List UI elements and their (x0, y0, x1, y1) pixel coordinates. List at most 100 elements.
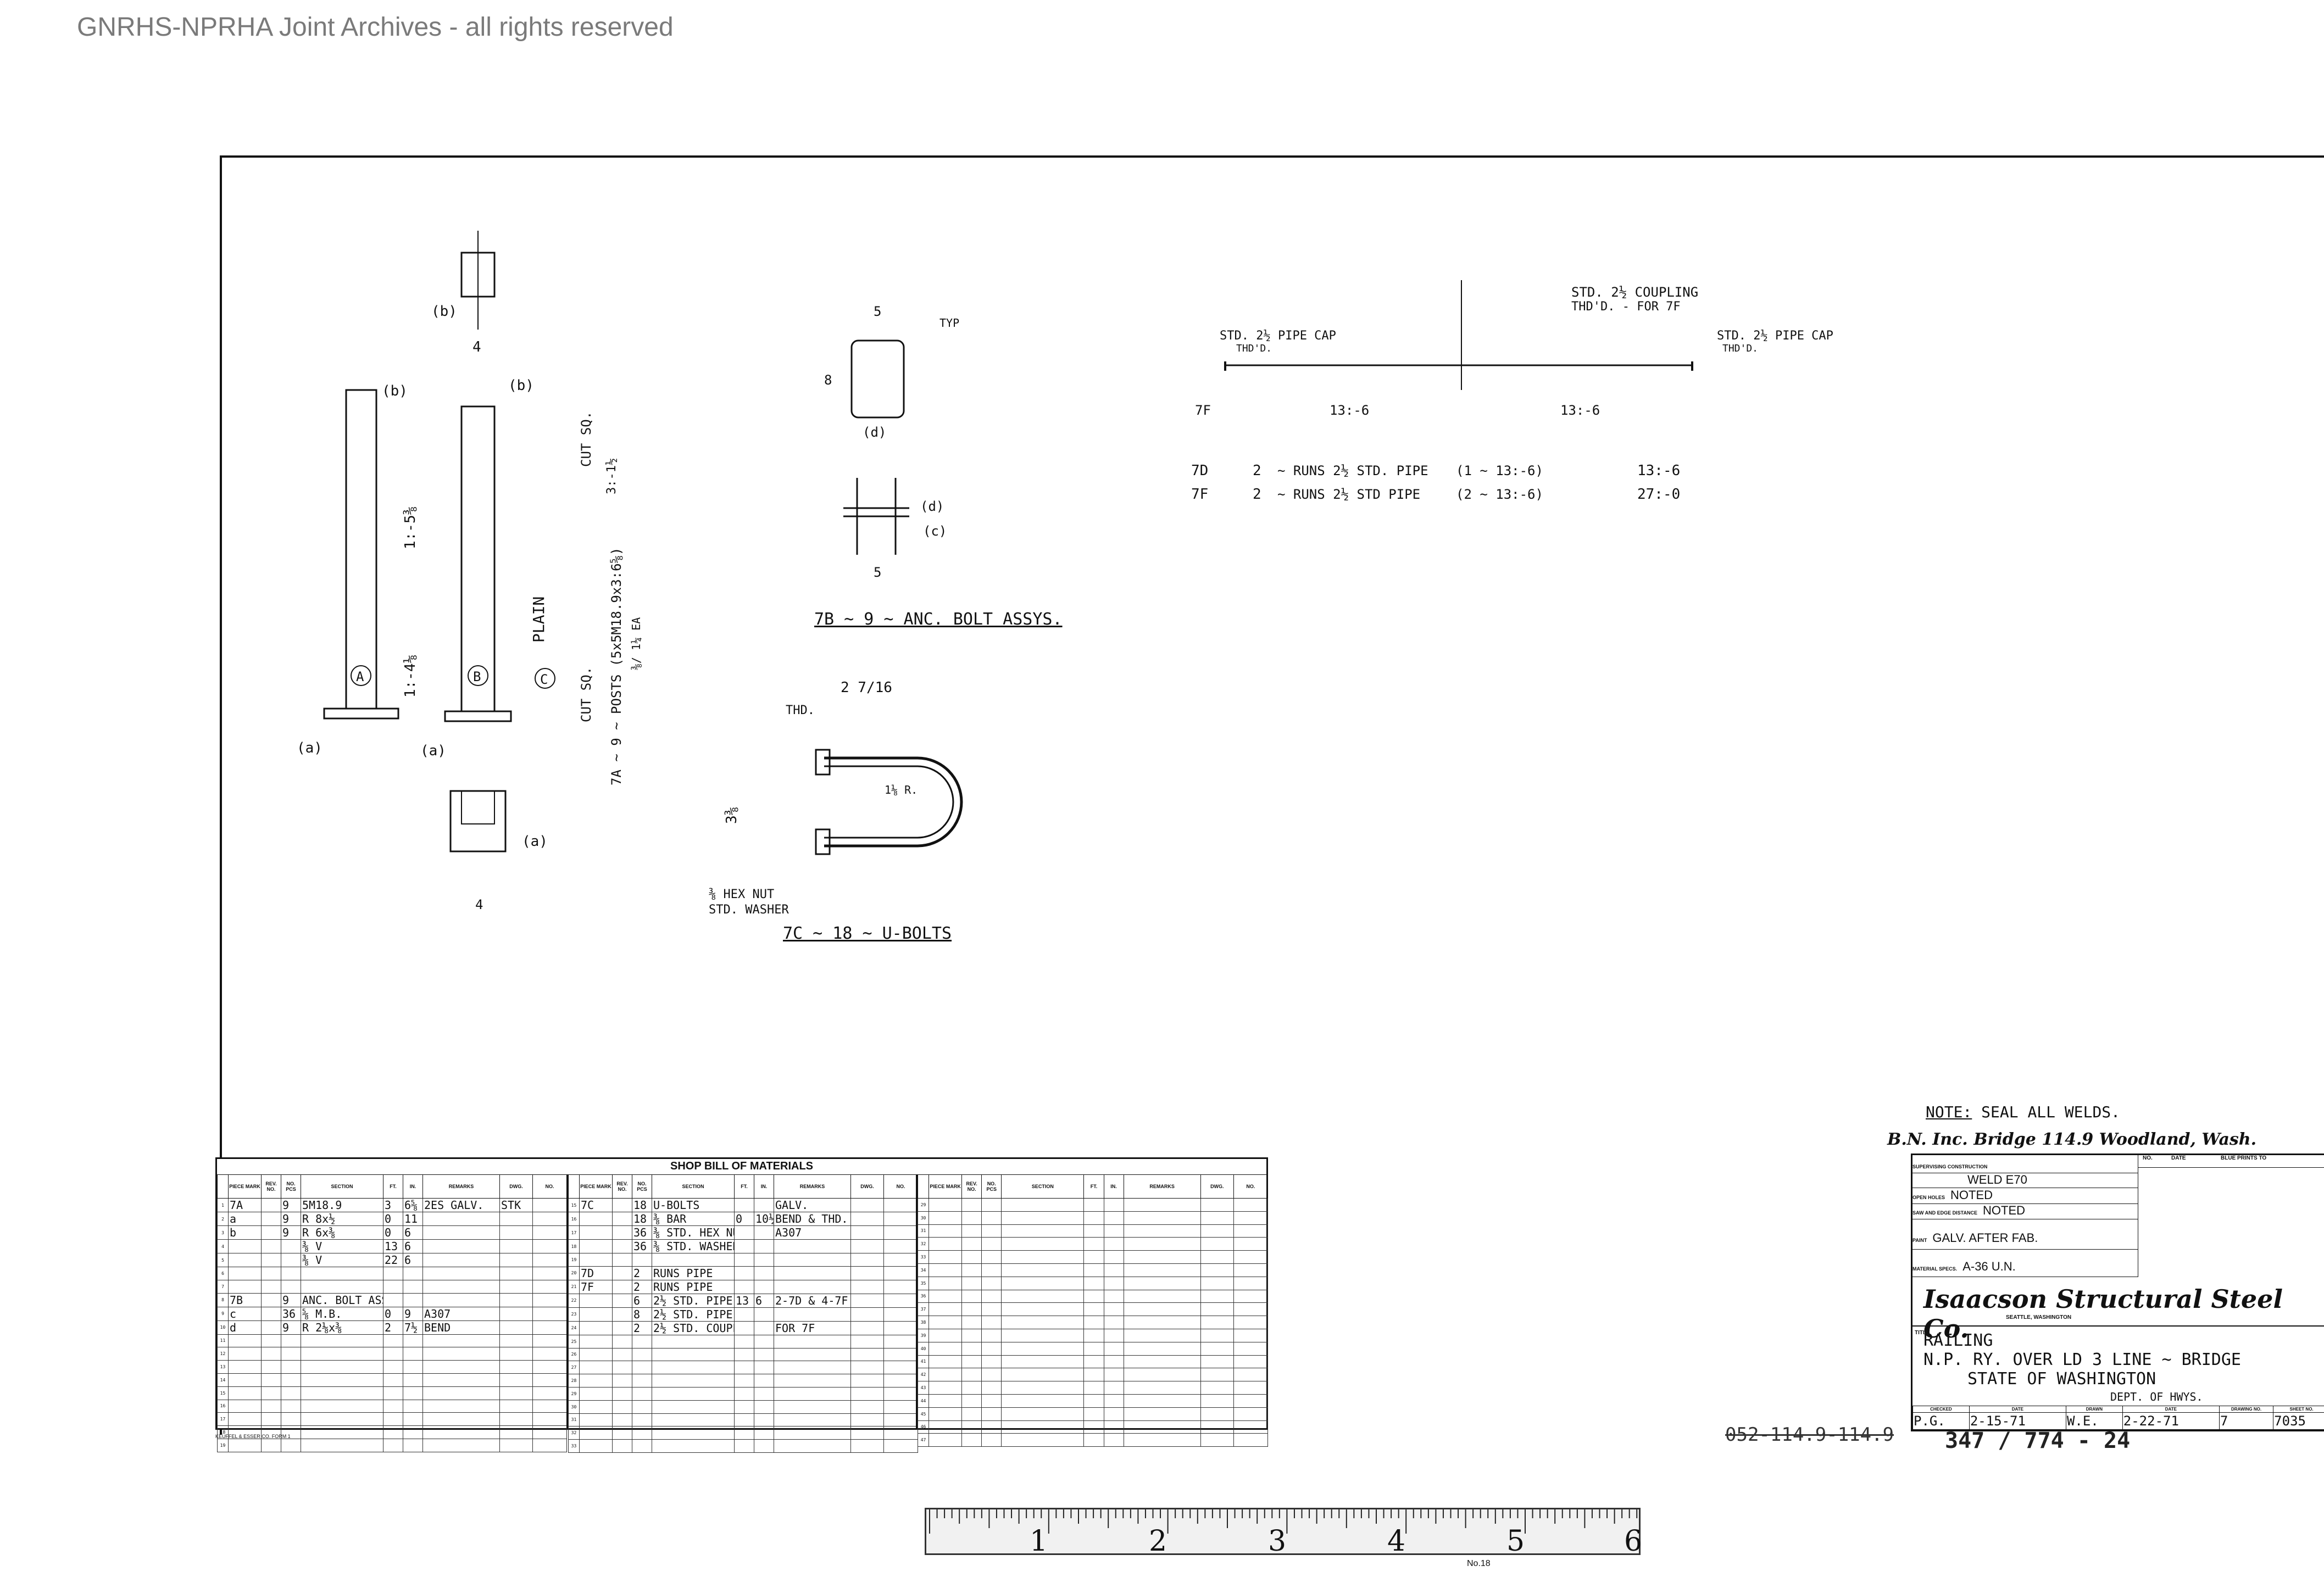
bom-cell (228, 1347, 262, 1361)
bom-cell (929, 1302, 963, 1317)
bom-row-index: 41 (917, 1355, 930, 1369)
ruler-brand: No.18 (1467, 1559, 1491, 1568)
bom-cell (403, 1425, 423, 1439)
bom-row-index: 27 (568, 1361, 580, 1375)
bom-cell (403, 1373, 423, 1387)
bom-cell (422, 1225, 500, 1240)
bom-cell (532, 1386, 567, 1400)
bom-cell (1123, 1289, 1201, 1303)
bom-cell (754, 1266, 774, 1280)
bom-cell (261, 1198, 281, 1212)
bom-cell (1103, 1328, 1124, 1342)
bom-cell (981, 1420, 1002, 1434)
bom-cell (532, 1212, 567, 1226)
label-b-post-b: (b) (508, 377, 534, 394)
bom-cell (981, 1316, 1002, 1329)
bom-cell (579, 1347, 613, 1362)
holes-value: NOTED (1950, 1188, 1993, 1202)
bom-cell (883, 1253, 918, 1267)
bom-cell: 7½ (403, 1320, 423, 1335)
anchor-dim-5: 5 (874, 304, 881, 319)
bom-cell (422, 1212, 500, 1226)
bom-cell (383, 1347, 403, 1361)
bom-cell (1103, 1224, 1124, 1238)
bom-row-index: 17 (217, 1412, 229, 1426)
bom-cell (981, 1355, 1002, 1369)
anchor-label-d: (d) (863, 425, 886, 440)
bom-cell: 6 (403, 1253, 423, 1267)
bom-cell (929, 1341, 963, 1356)
bom-cell (734, 1253, 754, 1267)
bom-row: 25 (568, 1334, 918, 1348)
title-line-1: RAILING (1923, 1331, 1993, 1350)
bom-row-index: 42 (917, 1368, 930, 1382)
bom-row-index: 2 (217, 1212, 229, 1226)
bom-cell (1123, 1368, 1201, 1382)
bom-cell (281, 1438, 301, 1452)
pipe-row2-desc: ~ RUNS 2½ STD PIPE (1277, 487, 1420, 502)
bom-row: 37 (917, 1302, 1269, 1317)
bom-cell (1103, 1433, 1124, 1447)
bom-cell (734, 1361, 754, 1375)
bom-cell (929, 1250, 963, 1264)
bom-cell (383, 1438, 403, 1452)
bom-cell (1083, 1341, 1104, 1356)
bom-cell (612, 1212, 632, 1226)
bom-cell (301, 1399, 383, 1413)
bom-cell (301, 1279, 383, 1294)
bom-cell (228, 1399, 262, 1413)
bom-cell (652, 1439, 735, 1453)
bom-cell: 6 (754, 1293, 774, 1308)
bom-cell: 36 (632, 1225, 652, 1240)
bom-cell (981, 1224, 1002, 1238)
bom-cell (499, 1438, 533, 1452)
bom-cell (734, 1266, 754, 1280)
bom-row-index: 45 (917, 1407, 930, 1421)
bom-cell (1001, 1211, 1085, 1225)
bom-cell (883, 1225, 918, 1240)
cut-sq-bottom: CUT SQ. (579, 667, 594, 722)
bom-cell (981, 1302, 1002, 1317)
bom-row-index: 43 (917, 1381, 930, 1395)
bom-cell (754, 1439, 774, 1453)
bom-cell (929, 1420, 963, 1434)
bom-cell (579, 1334, 613, 1348)
bom-cell (383, 1279, 403, 1294)
bom-cell (1083, 1381, 1104, 1395)
bom-cell (1200, 1394, 1234, 1408)
anchor-bolt-drawing: 5 8 (d) TYP (d) (c) 5 (824, 304, 959, 580)
bom-cell (532, 1239, 567, 1253)
bom-cell (981, 1328, 1002, 1342)
bom-cell (422, 1292, 500, 1307)
bom-cell (1200, 1302, 1234, 1317)
bom-cell (1001, 1328, 1085, 1342)
bom-cell: RUNS PIPE (652, 1279, 735, 1294)
bom-cell (961, 1407, 982, 1421)
anchor-typ: TYP (939, 316, 959, 330)
bom-cell (301, 1334, 383, 1348)
bom-cell: 0 (383, 1306, 403, 1321)
bom-cell (403, 1438, 423, 1452)
bom-cell (1103, 1237, 1124, 1251)
bom-cell: c (228, 1306, 262, 1321)
mark-c: C (540, 672, 548, 687)
bom-cell (383, 1334, 403, 1348)
bom-cell (403, 1267, 423, 1280)
bom-cell (850, 1239, 884, 1253)
bom-row-index: 18 (568, 1239, 580, 1253)
pipe-row1-len: 13:-6 (1637, 462, 1680, 479)
bom-cell (301, 1373, 383, 1387)
bom-cell (929, 1407, 963, 1421)
bom-cell (1233, 1394, 1269, 1408)
bom-cell (1103, 1302, 1124, 1317)
bom-cell: BEND & THD. (774, 1212, 851, 1226)
bom-cell (883, 1426, 918, 1440)
bom-cell (754, 1374, 774, 1387)
bom-cell (734, 1239, 754, 1253)
